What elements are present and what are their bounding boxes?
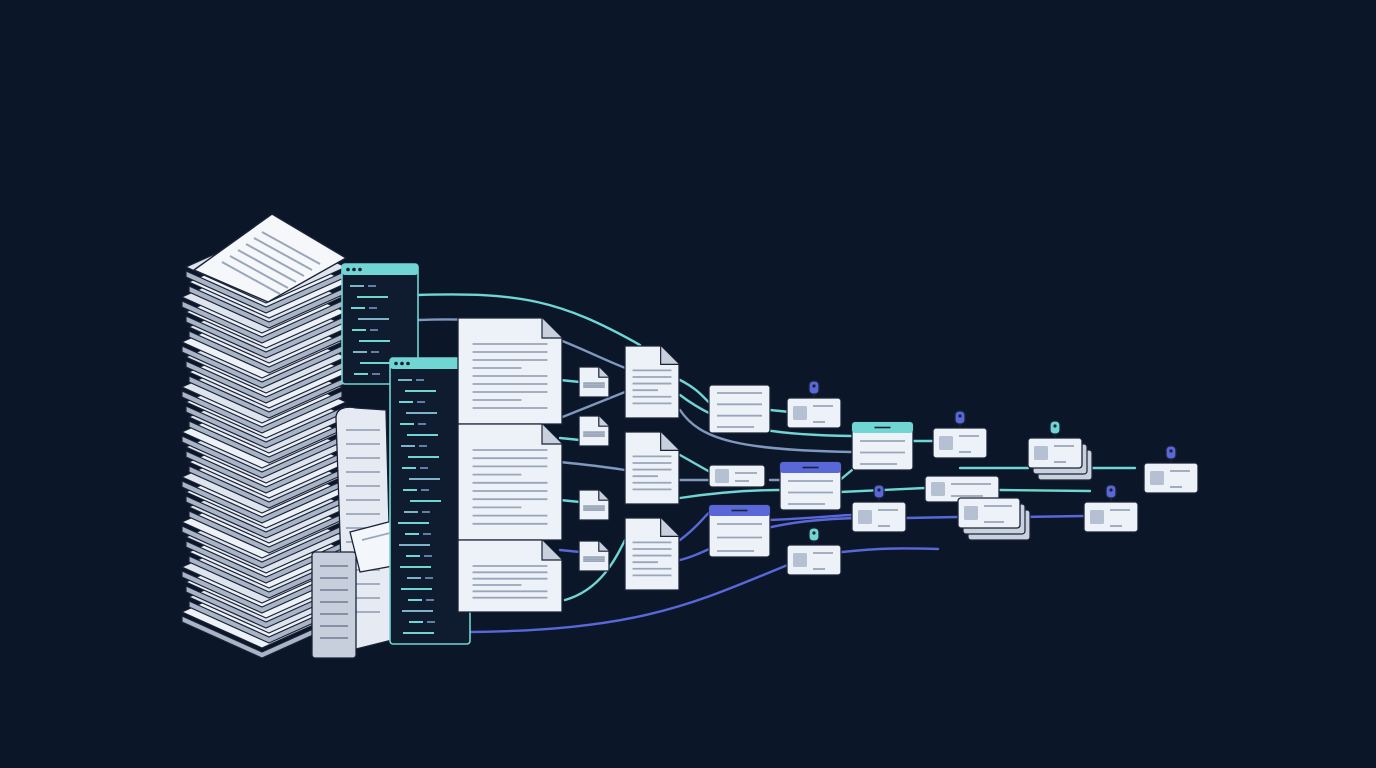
connector-line xyxy=(838,468,854,482)
thumbnail-icon xyxy=(858,510,872,524)
connector-line xyxy=(468,558,802,634)
text-line xyxy=(261,231,321,265)
thumbnail-icon xyxy=(1090,510,1104,524)
receipt-paper xyxy=(311,551,357,659)
document-pages xyxy=(457,317,680,613)
page-fold xyxy=(541,318,562,339)
page-fold xyxy=(598,416,609,427)
text-line xyxy=(253,237,313,271)
info-card xyxy=(708,384,771,434)
pin-hole xyxy=(1169,449,1173,453)
connector-line xyxy=(558,378,582,384)
thumbnail-icon xyxy=(931,482,945,496)
connector-line xyxy=(558,548,582,554)
page-fold xyxy=(660,346,679,365)
stack-sheet-edge xyxy=(181,390,343,434)
terminal-titlebar xyxy=(390,358,470,369)
thumbnail-icon xyxy=(1034,446,1048,460)
text-line xyxy=(245,243,305,277)
connector-line xyxy=(563,538,627,602)
info-cards xyxy=(708,380,1199,576)
connector-line xyxy=(558,498,582,504)
document-page xyxy=(457,539,563,613)
pin-hole xyxy=(958,414,962,418)
code-windows xyxy=(341,263,471,645)
window-dot-icon xyxy=(358,267,362,272)
window-dot-icon xyxy=(352,267,356,272)
window-dot-icon xyxy=(400,361,404,366)
terminal-titlebar xyxy=(342,264,418,275)
pin-hole xyxy=(812,384,816,388)
window-dot-icon xyxy=(406,361,410,366)
connector-line xyxy=(904,515,960,520)
page-fold xyxy=(598,541,609,552)
page-fold xyxy=(541,540,562,561)
pin-hole xyxy=(1053,424,1057,428)
connector-line xyxy=(558,436,582,442)
thumbnail-icon xyxy=(793,553,807,567)
window-dot-icon xyxy=(394,361,398,366)
connector-line xyxy=(558,460,627,472)
page-fold xyxy=(598,367,609,378)
connector-line xyxy=(678,453,712,474)
pin-hole xyxy=(1109,488,1113,492)
pin-hole xyxy=(877,488,881,492)
page-fold xyxy=(541,424,562,445)
text-line xyxy=(237,249,297,283)
thumbnail-icon xyxy=(715,469,729,483)
page-fold xyxy=(660,518,679,537)
connector-line xyxy=(416,293,642,347)
thumbnail-icon xyxy=(964,506,978,520)
connector-line xyxy=(678,488,782,500)
text-line xyxy=(361,532,391,541)
page-fold xyxy=(598,490,609,501)
connector-line xyxy=(998,488,1092,493)
connector-line xyxy=(678,408,854,454)
text-line xyxy=(221,261,281,295)
pin-hole xyxy=(812,531,816,535)
page-fold xyxy=(660,432,679,451)
thumbnail-icon xyxy=(1150,471,1164,485)
connector-line xyxy=(840,547,940,554)
connector-line xyxy=(768,513,854,522)
text-line xyxy=(229,255,289,289)
window-dot-icon xyxy=(346,267,350,272)
connector-line xyxy=(558,390,627,420)
paper-stack xyxy=(180,213,405,659)
connector-line xyxy=(1018,514,1086,519)
thumbnail-icon xyxy=(939,436,953,450)
thumbnail-icon xyxy=(793,406,807,420)
